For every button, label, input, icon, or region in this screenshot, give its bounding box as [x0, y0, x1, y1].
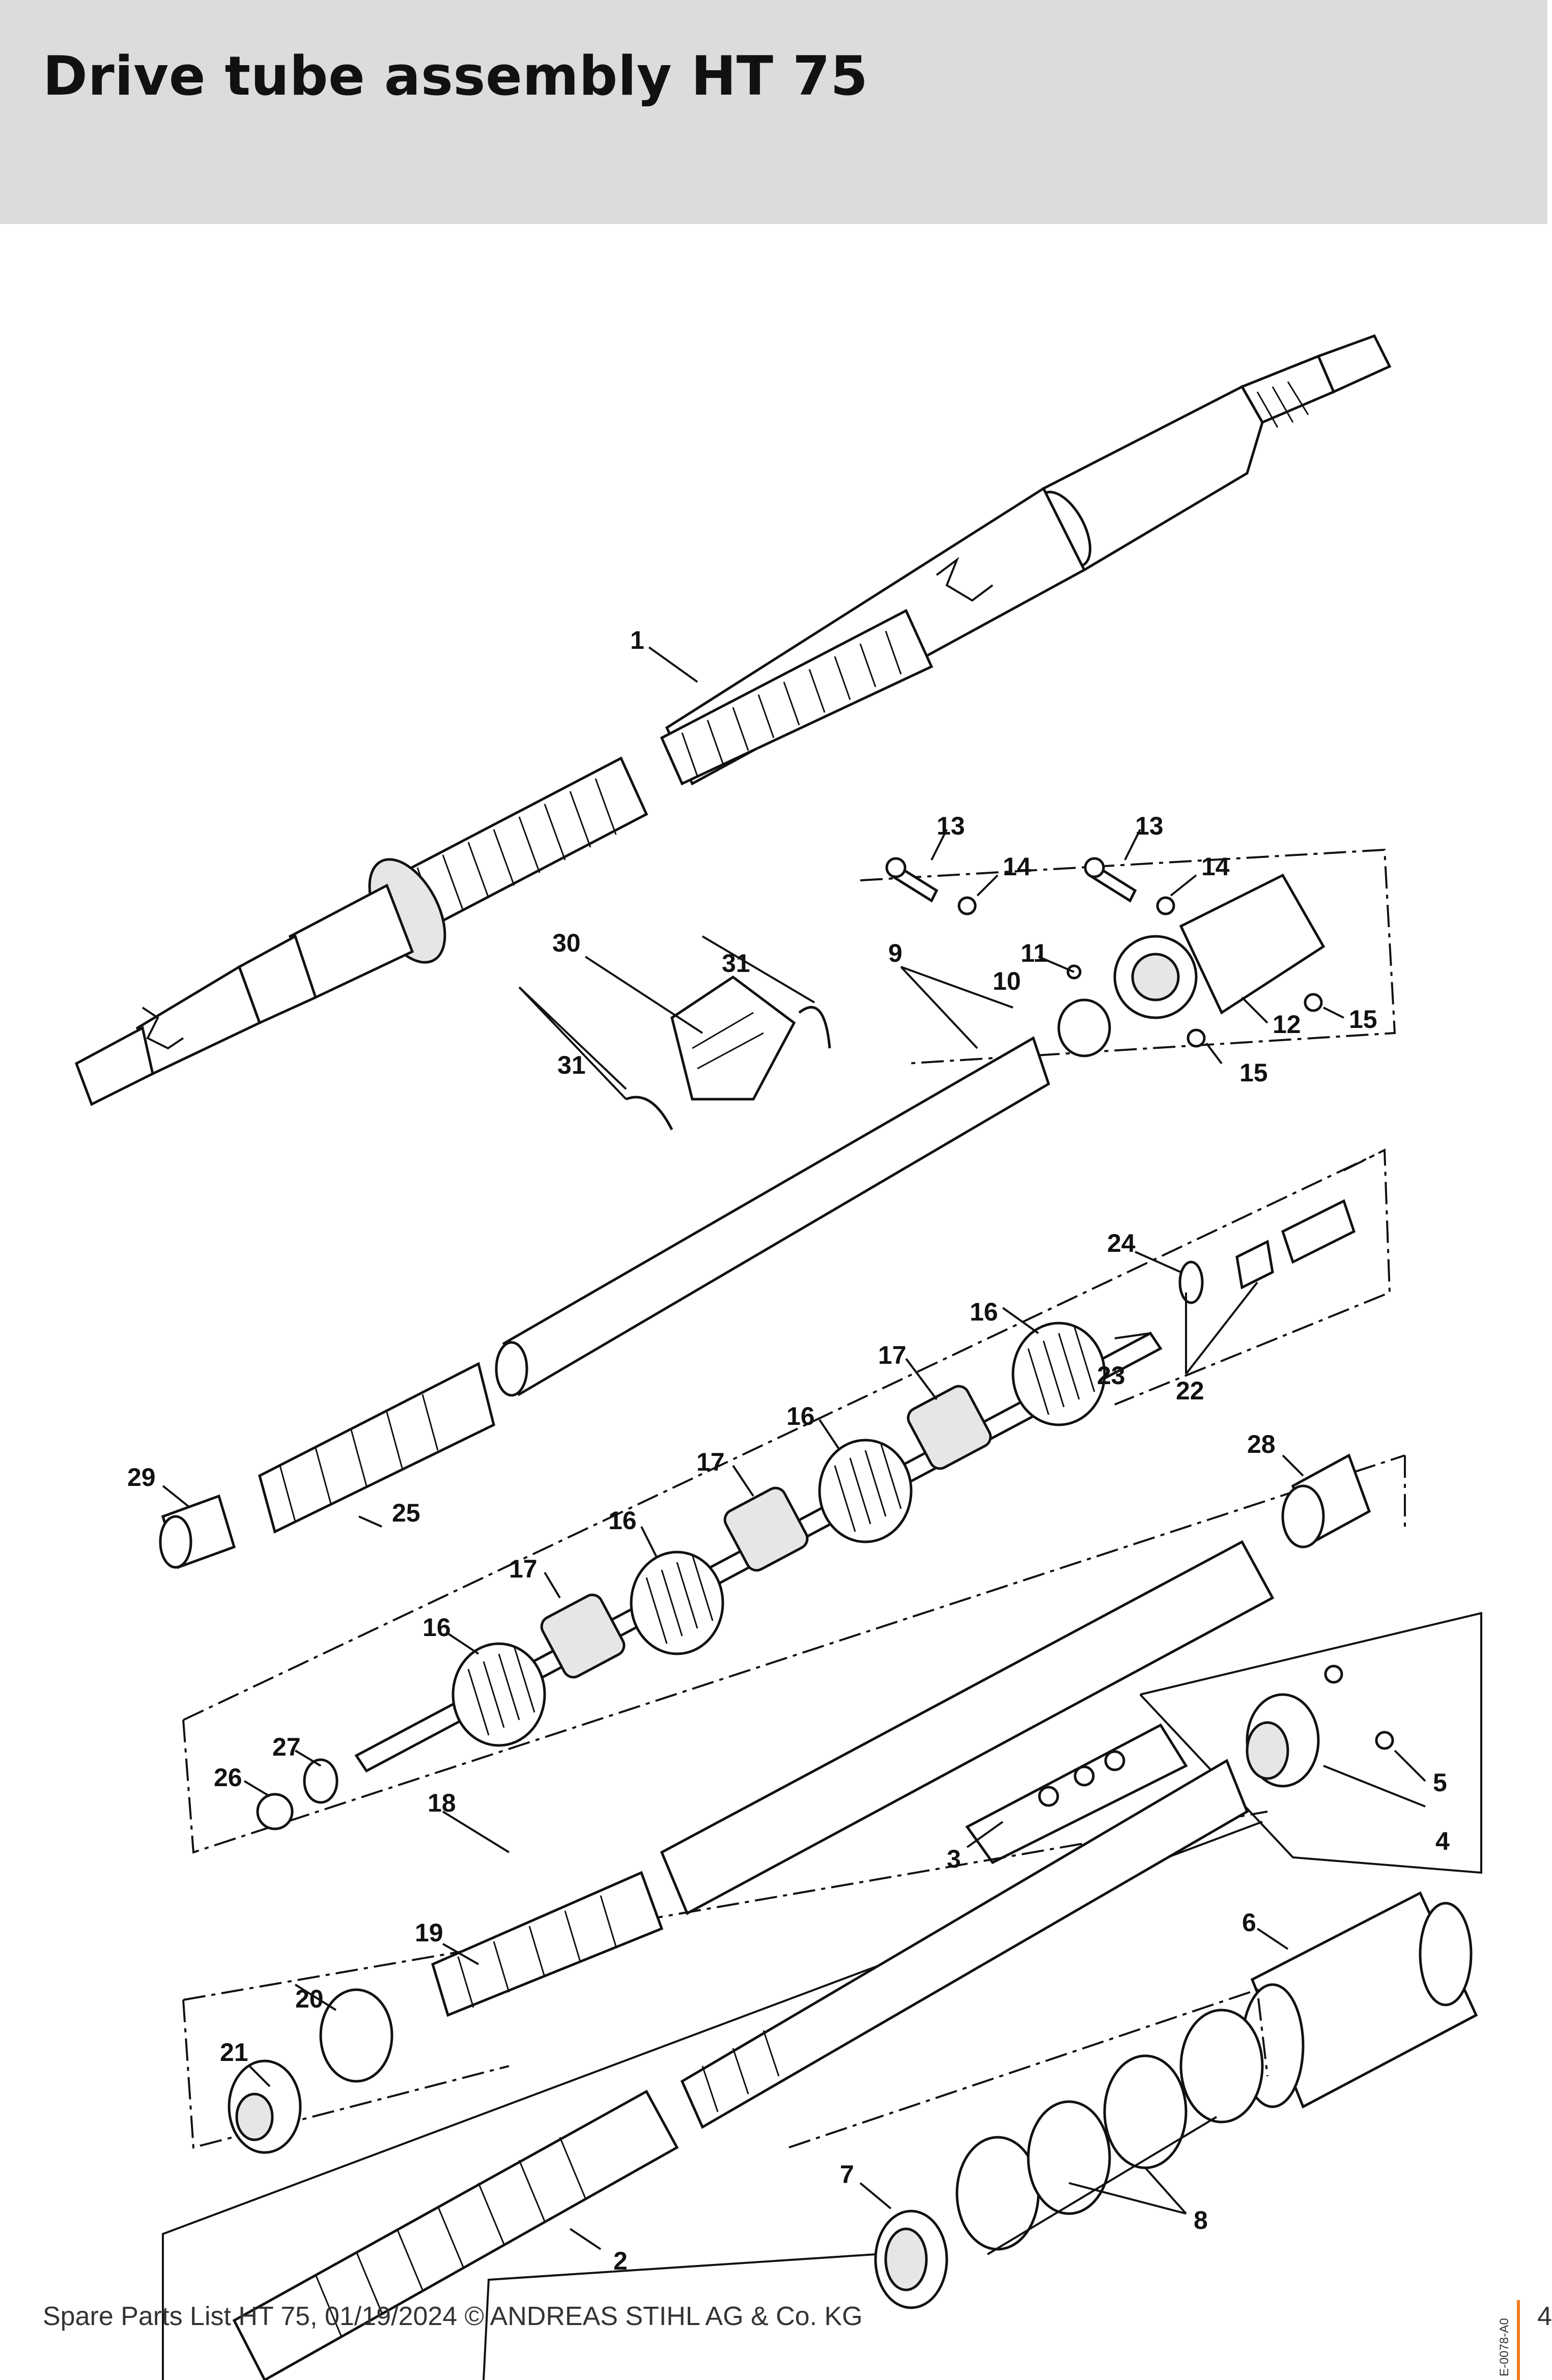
header-band	[0, 0, 1547, 224]
callout-13a: 13	[937, 812, 965, 840]
callout-labels: 1 13 14 13 14 30 31 9 11 10 12 15 15 31 …	[127, 626, 1450, 2275]
callout-5: 5	[1433, 1768, 1447, 1797]
callout-12: 12	[1273, 1010, 1301, 1039]
callout-17b: 17	[696, 1448, 725, 1476]
callout-13b: 13	[1135, 812, 1164, 840]
callout-26: 26	[214, 1763, 242, 1792]
part-2-lower-tube	[162, 1759, 1263, 2380]
exploded-parts-diagram: 1 13 14 13 14 30 31 9 11 10 12 15 15 31 …	[74, 334, 1482, 2380]
callout-16d: 16	[970, 1298, 998, 1326]
drive-shaft-assembly	[182, 1154, 1405, 1854]
parts-6-7-8	[788, 1891, 1478, 2309]
callout-15b: 15	[1239, 1058, 1268, 1087]
clamp-hardware-group	[495, 848, 1396, 1397]
callout-11: 11	[1021, 939, 1048, 967]
callout-1: 1	[630, 626, 644, 654]
callout-16c: 16	[786, 1402, 815, 1430]
callout-2: 2	[613, 2247, 628, 2275]
callout-8: 8	[1194, 2206, 1208, 2234]
callout-9: 9	[888, 939, 902, 967]
part-1-drive-tube	[74, 334, 1392, 1106]
callout-25: 25	[392, 1499, 420, 1527]
callout-7: 7	[840, 2160, 854, 2189]
part-30-31-guard	[626, 975, 831, 1131]
drawing-code: E-0078-A0	[1498, 2318, 1511, 2376]
callout-6: 6	[1242, 1908, 1256, 1937]
callout-17a: 17	[509, 1555, 538, 1583]
callout-18: 18	[428, 1789, 456, 1817]
callout-30: 30	[552, 929, 581, 957]
callout-27: 27	[272, 1733, 301, 1761]
callout-19: 19	[415, 1918, 443, 1947]
coupling-parts-22-24	[1114, 1148, 1391, 1406]
callout-20: 20	[295, 1985, 324, 2013]
parts-28-tube	[660, 1453, 1406, 1915]
callout-22: 22	[1176, 1377, 1204, 1405]
callout-21: 21	[220, 2038, 248, 2067]
callout-28: 28	[1247, 1430, 1276, 1458]
accent-rule	[1517, 2300, 1520, 2380]
callout-31b: 31	[557, 1051, 586, 1079]
drawing-code-strip: E-0078-A0	[1495, 2300, 1516, 2380]
callout-31a: 31	[722, 949, 750, 978]
callout-10: 10	[993, 967, 1021, 995]
leader-lines	[162, 646, 1426, 2250]
callout-16a: 16	[422, 1613, 451, 1642]
page-number: 4	[1537, 2302, 1552, 2331]
footer-text: Spare Parts List HT 75, 01/19/2024 © AND…	[43, 2302, 863, 2331]
callout-24: 24	[1107, 1229, 1136, 1257]
callout-14a: 14	[1003, 852, 1031, 881]
callout-23: 23	[1097, 1361, 1125, 1390]
page-title: Drive tube assembly HT 75	[43, 45, 868, 107]
callout-16b: 16	[608, 1506, 637, 1535]
callout-14b: 14	[1201, 852, 1230, 881]
callout-29: 29	[127, 1463, 156, 1492]
callout-4: 4	[1435, 1827, 1450, 1855]
callout-15a: 15	[1349, 1005, 1377, 1034]
callout-17c: 17	[878, 1341, 907, 1369]
parts-18-21	[182, 1811, 1268, 2154]
callout-3: 3	[947, 1845, 961, 1873]
parts-25-29	[159, 1362, 495, 1569]
